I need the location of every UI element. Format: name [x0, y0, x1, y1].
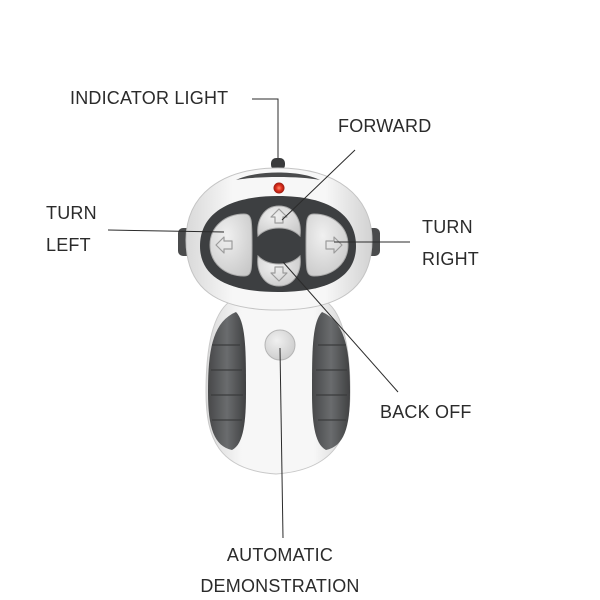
turn-left-label-line1: TURN	[46, 203, 97, 223]
arrow-up-icon	[270, 208, 288, 224]
arrow-right-icon	[325, 236, 343, 254]
indicator-light-label: INDICATOR LIGHT	[70, 88, 229, 108]
forward-label: FORWARD	[338, 116, 432, 136]
automatic-demonstration-label-line1: AUTOMATIC	[226, 545, 334, 565]
turn-left-label-line2: LEFT	[46, 235, 91, 255]
automatic-demonstration-leader	[279, 347, 284, 539]
back-off-leader	[282, 261, 399, 393]
turn-right-button[interactable]	[305, 213, 349, 277]
back-off-button[interactable]	[257, 254, 301, 287]
forward-button[interactable]	[257, 205, 301, 238]
left-grip	[208, 312, 246, 450]
arrow-left-icon	[215, 236, 233, 254]
arrow-down-icon	[270, 266, 288, 282]
antenna-nub	[271, 158, 285, 170]
indicator-light	[273, 182, 285, 194]
turn-right-label-line1: TURN	[422, 217, 473, 237]
automatic-demonstration-label-line2: DEMONSTRATION	[200, 576, 360, 596]
indicator-light-leader	[252, 98, 279, 158]
forward-leader	[281, 149, 356, 221]
back-off-label: BACK OFF	[380, 402, 472, 422]
right-grip	[312, 312, 350, 450]
turn-left-button[interactable]	[209, 213, 253, 277]
turn-right-label-line2: RIGHT	[422, 249, 479, 269]
turn-left-leader	[107, 229, 225, 233]
remote-head	[178, 158, 380, 311]
remote-handle	[205, 299, 351, 475]
